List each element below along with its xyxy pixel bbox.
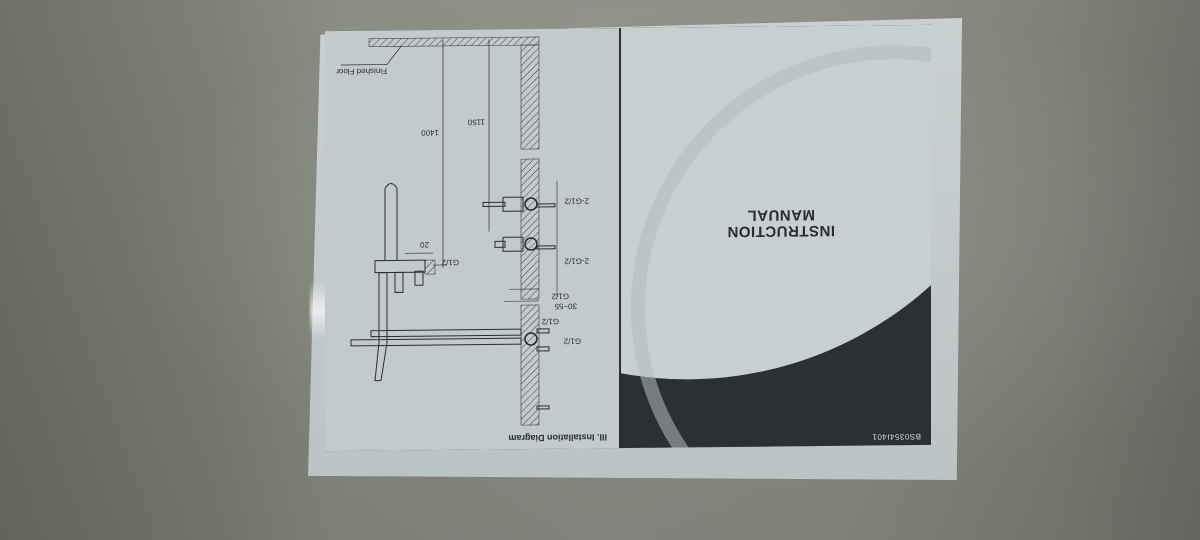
height-label-1150: 1150 [467,117,485,126]
thread-label: G1/2 [541,317,559,326]
installation-diagram-panel: III. Installation Diagram G1/2 G1/2 [325,28,619,452]
cover-title: INSTRUCTION MANUAL [727,206,835,240]
floor-corner: Finished Floor [336,36,540,150]
depth-label: 30~55 [554,302,577,311]
title-line-2: MANUAL [747,206,815,224]
thread-label: G1/2 [551,292,569,301]
thread-label: G1/2 [441,258,459,267]
thread-label: 2-G1/2 [564,196,589,205]
dimension-label-20: 20 [420,240,429,249]
document-code: BS0354I401 [871,431,921,442]
valve-wall-section: 2-G1/2 2-G1/2 G1/2 30~55 [482,158,589,311]
thread-label: G1/2 [563,336,581,345]
hand-shower: 20 G1/2 [374,182,459,382]
manual-page: BS0354I401 INSTRUCTION MANUAL III. Insta… [325,24,931,452]
finished-floor-label: Finished Floor [336,67,387,77]
spout-wall-section: G1/2 G1/2 [350,304,581,426]
height-label-1400: 1400 [421,128,439,137]
light-glare [310,280,326,340]
height-dimensions: 1150 1400 [421,39,490,268]
installation-drawing: G1/2 G1/2 2-G1/2 2-G1/2 G1/2 30~55 [336,36,589,426]
cover-panel: BS0354I401 INSTRUCTION MANUAL [619,24,931,449]
title-line-1: INSTRUCTION [727,221,835,240]
thread-label: 2-G1/2 [564,256,589,265]
